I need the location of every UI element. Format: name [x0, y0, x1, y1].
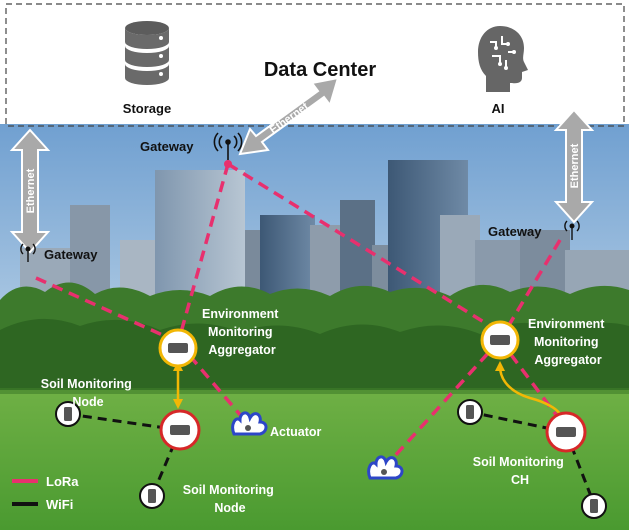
soil-node-mid-right — [457, 399, 483, 425]
aggregator-right-line-3: Aggregator — [534, 353, 602, 367]
aggregator-right: Environment Monitoring Aggregator — [480, 317, 608, 367]
sensor-board-icon — [168, 343, 188, 353]
background-scene — [0, 120, 629, 530]
sensor-device-icon — [466, 405, 474, 419]
soil-ch-line-2: CH — [511, 473, 529, 487]
sensor-device-icon — [64, 407, 72, 421]
gateway-left: Gateway — [20, 243, 98, 262]
soil-node-left — [55, 401, 81, 427]
aggregator-left-line-1: Environment — [202, 307, 279, 321]
gateway-left-label: Gateway — [44, 247, 98, 262]
storage-label: Storage — [123, 101, 171, 116]
aggregator-left-line-3: Aggregator — [208, 343, 276, 357]
soil-node-bottom-label: Soil Monitoring Node — [183, 483, 277, 515]
soil-ch-label: Soil Monitoring CH — [473, 455, 567, 487]
aggregator-left-line-2: Monitoring — [208, 325, 273, 339]
ethernet-right-label: Ethernet — [569, 143, 581, 188]
ai-label: AI — [492, 101, 505, 116]
ai-brain-head-icon — [478, 26, 528, 92]
legend-lora-label: LoRa — [46, 474, 79, 489]
actuator-label: Actuator — [270, 425, 322, 439]
database-icon — [125, 21, 169, 85]
aggregator-right-line-2: Monitoring — [534, 335, 599, 349]
actuator-icon-2 — [367, 455, 404, 480]
antenna-icon — [20, 243, 36, 262]
aggregator-left-label: Environment Monitoring Aggregator — [202, 307, 282, 357]
soil-node-top-line-1: Soil Monitoring — [41, 377, 132, 391]
antenna-icon — [564, 220, 580, 240]
aggregator-left: Environment Monitoring Aggregator — [158, 307, 282, 368]
actuator-icon — [231, 411, 268, 436]
aggregator-right-line-1: Environment — [528, 317, 605, 331]
sensor-board-icon — [170, 425, 190, 435]
gateway-right: Gateway — [488, 220, 580, 240]
legend-wifi-label: WiFi — [46, 497, 73, 512]
soil-node-top-line-2: Node — [72, 395, 103, 409]
cluster-head-right — [545, 411, 587, 453]
gateway-center: Gateway — [140, 132, 243, 168]
data-center-title: Data Center — [264, 59, 376, 81]
soil-node-bottom-line-1: Soil Monitoring — [183, 483, 274, 497]
soil-node-top-label: Soil Monitoring Node — [41, 377, 135, 409]
soil-node-bottom-line-2: Node — [214, 501, 245, 515]
aggregator-right-label: Environment Monitoring Aggregator — [528, 317, 608, 367]
antenna-icon — [213, 132, 243, 160]
aggregator-ch-links — [173, 361, 562, 415]
gateway-center-label: Gateway — [140, 139, 194, 154]
ethernet-left-label: Ethernet — [25, 168, 37, 213]
legend: LoRa WiFi — [12, 474, 79, 512]
sensor-device-icon — [590, 499, 598, 513]
sensor-device-icon — [148, 489, 156, 503]
soil-node-bottom-right — [581, 493, 607, 519]
cluster-head-left — [159, 409, 201, 451]
sensor-board-icon — [490, 335, 510, 345]
ethernet-link-left: Ethernet — [9, 128, 51, 254]
ethernet-link-right: Ethernet — [553, 108, 595, 224]
soil-node-bottom — [139, 483, 165, 509]
gateway-right-label: Gateway — [488, 224, 542, 239]
sensor-board-icon — [556, 427, 576, 437]
soil-ch-line-1: Soil Monitoring — [473, 455, 564, 469]
